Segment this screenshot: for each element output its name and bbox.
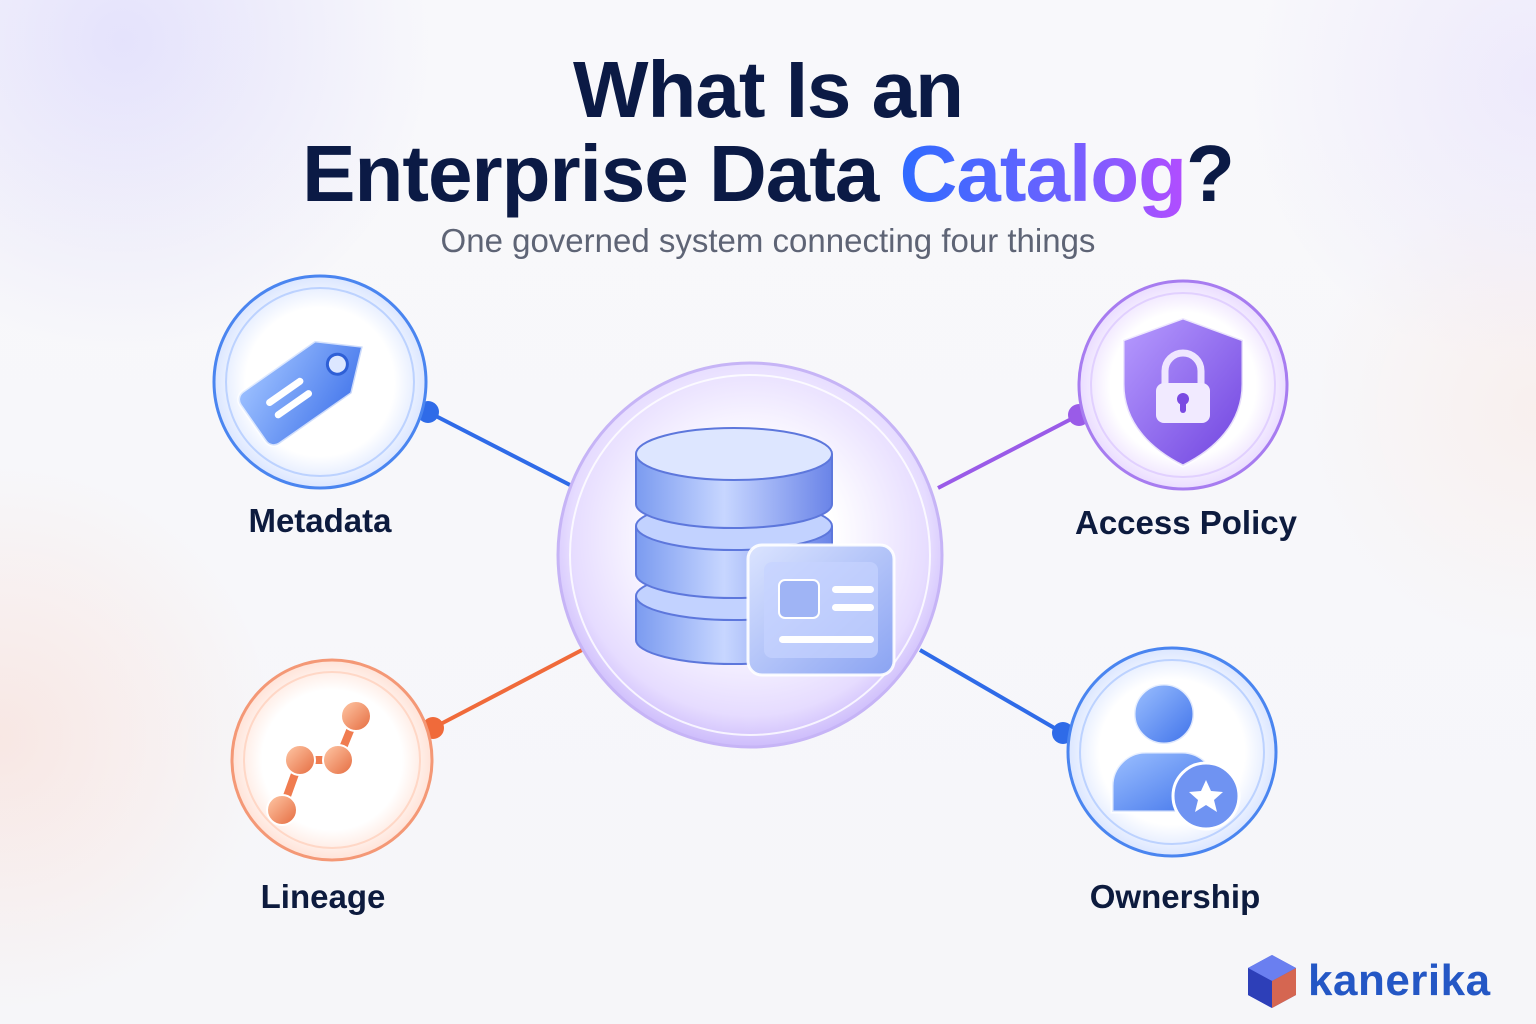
logo-text: kanerika xyxy=(1308,956,1491,1005)
connector-lineage xyxy=(422,648,583,739)
node-lineage xyxy=(230,658,434,862)
label-lineage: Lineage xyxy=(260,878,386,915)
shield-lock-icon xyxy=(1121,316,1245,468)
node-access-policy xyxy=(1077,279,1289,491)
kanerika-logo-mark-icon xyxy=(1248,955,1296,1008)
page-title-line-1: What Is an xyxy=(0,44,1536,136)
subtitle: One governed system connecting four thin… xyxy=(440,222,1096,259)
label-ownership: Ownership xyxy=(1089,878,1261,915)
center-node xyxy=(556,361,944,749)
connector-access-policy xyxy=(937,404,1090,490)
logo-mark-space xyxy=(1246,953,1298,1009)
label-access-policy: Access Policy xyxy=(1075,504,1297,541)
page-title-line-2: Enterprise Data Catalog? xyxy=(0,128,1536,220)
label-metadata: Metadata xyxy=(248,502,392,539)
title-text-line-1: What Is an xyxy=(572,45,964,134)
connector-metadata xyxy=(417,401,573,488)
title-question-mark: ? xyxy=(1186,129,1235,218)
node-metadata xyxy=(212,274,428,490)
connector-ownership xyxy=(918,648,1074,744)
kanerika-logo: kanerika xyxy=(1246,950,1491,1012)
database-catalog-icon xyxy=(635,427,896,677)
tag-icon xyxy=(237,339,365,448)
title-text-prefix: Enterprise Data xyxy=(302,129,900,218)
lineage-graph-icon xyxy=(266,700,372,826)
title-accent-word: Catalog xyxy=(899,129,1187,218)
node-ownership xyxy=(1066,646,1278,858)
user-star-icon xyxy=(1110,682,1241,831)
